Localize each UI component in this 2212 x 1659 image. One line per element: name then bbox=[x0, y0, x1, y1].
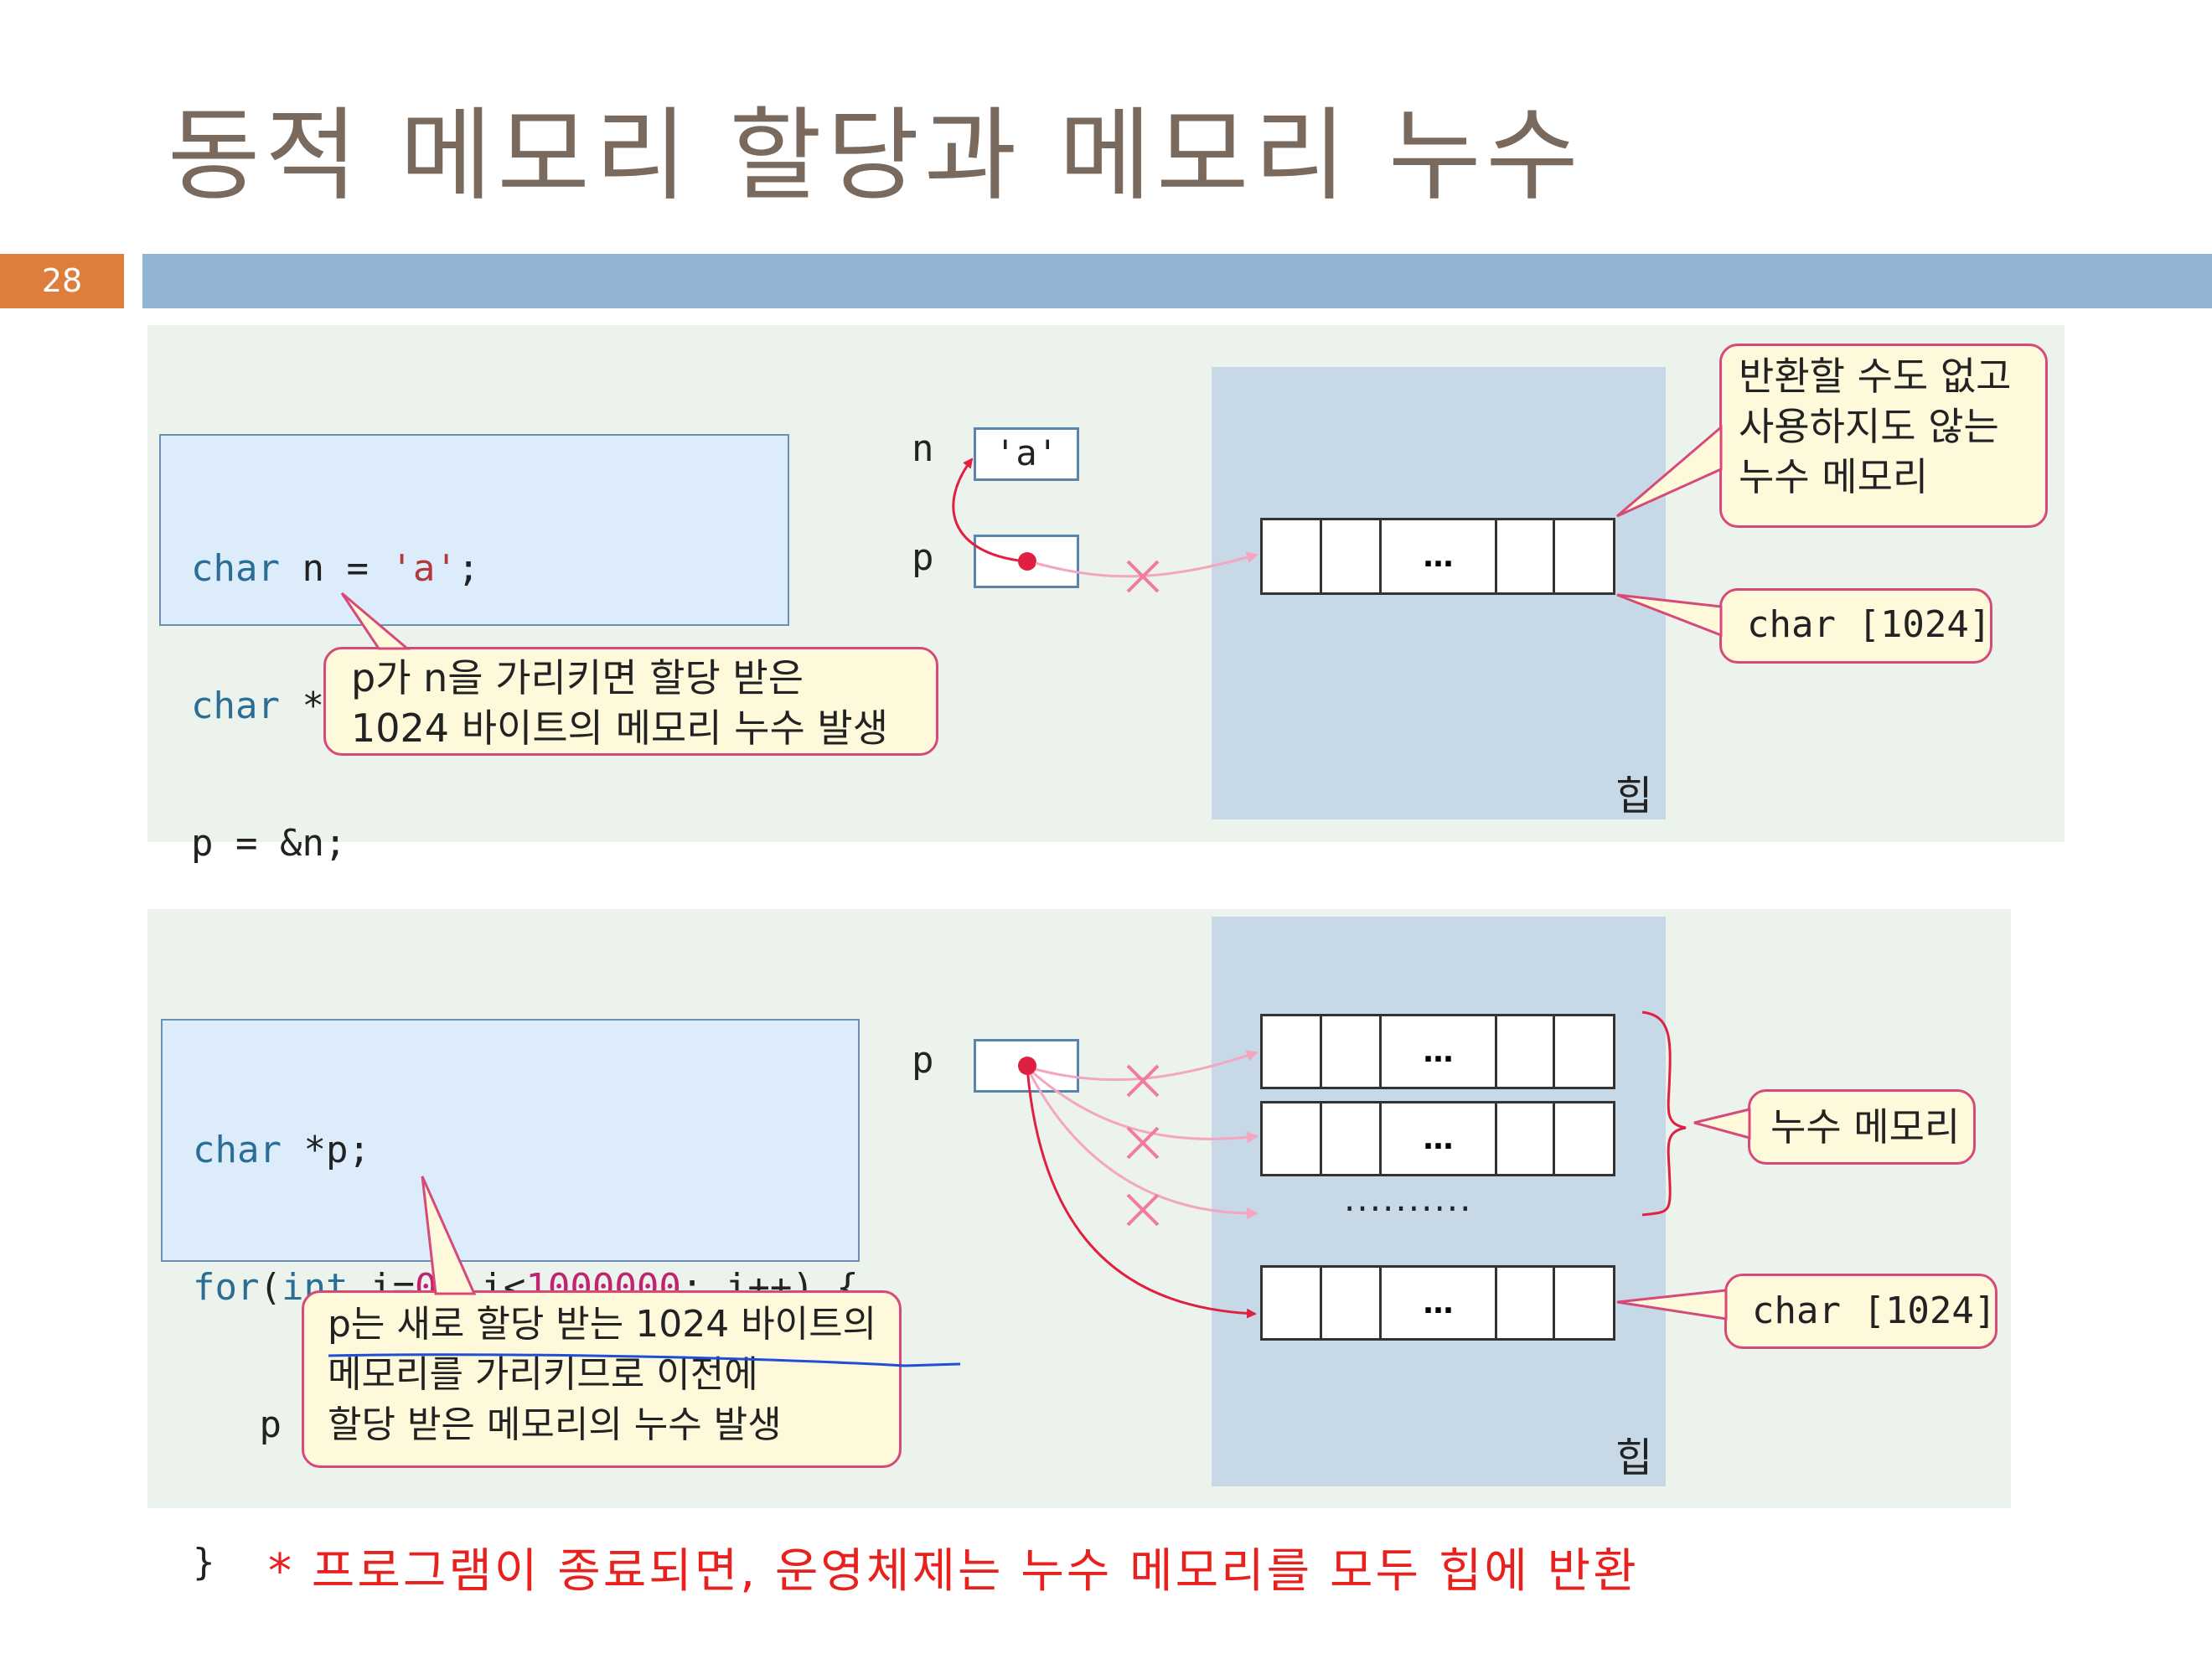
callout-line: 할당 받은 메모리의 누수 발생 bbox=[328, 1403, 782, 1446]
bottom-heap-label: 힙 bbox=[1615, 1434, 1653, 1481]
top-type-callout: char [1024] bbox=[1719, 588, 1992, 664]
handwritten-underline bbox=[328, 1353, 961, 1367]
callout-pointer bbox=[1616, 1289, 1728, 1320]
array-ellipsis-cell: … bbox=[1382, 1103, 1497, 1174]
array-ellipsis-cell: … bbox=[1382, 1016, 1497, 1087]
callout-line: 반환할 수도 없고 bbox=[1739, 354, 2012, 399]
code-text: n = bbox=[279, 547, 391, 590]
top-heap-label: 힙 bbox=[1615, 773, 1653, 819]
code-keyword: for bbox=[193, 1266, 260, 1309]
slide-title: 동적 메모리 할당과 메모리 누수 bbox=[168, 98, 1584, 214]
heap-ellipsis: ·········· bbox=[1344, 1188, 1473, 1229]
bottom-heap-array-1: … bbox=[1260, 1014, 1615, 1089]
cross-icon bbox=[1126, 560, 1160, 593]
cross-icon bbox=[1126, 1126, 1160, 1160]
title-underline-bar bbox=[142, 254, 2212, 308]
broken-pointer-arrow bbox=[1027, 1070, 1258, 1220]
code-line: } bbox=[193, 1537, 858, 1589]
top-code-callout: p가 n을 가리키면 할당 받은 1024 바이트의 메모리 누수 발생 bbox=[323, 647, 938, 756]
code-text: } bbox=[193, 1541, 215, 1584]
array-cell bbox=[1322, 1103, 1382, 1174]
array-cell bbox=[1497, 1016, 1556, 1087]
bottom-code-callout: p는 새로 할당 받는 1024 바이트의 메모리를 가리키므로 이전에 할당 … bbox=[302, 1290, 902, 1468]
callout-pointer bbox=[1693, 1108, 1751, 1140]
code-keyword: char bbox=[191, 547, 280, 590]
callout-line: p는 새로 할당 받는 1024 바이트의 bbox=[328, 1303, 877, 1346]
bottom-heap-area bbox=[1212, 917, 1666, 1486]
leak-brace bbox=[1641, 1010, 1687, 1217]
footnote: * 프로그램이 종료되면, 운영체제는 누수 메모리를 모두 힙에 반환 bbox=[268, 1544, 1639, 1599]
pointer-arrow-current bbox=[1026, 1067, 1257, 1319]
pointer-dot bbox=[1018, 552, 1036, 571]
var-n-label: n bbox=[912, 427, 934, 470]
array-cell bbox=[1263, 1016, 1322, 1087]
var-p-label: p bbox=[912, 536, 934, 579]
callout-pointer bbox=[421, 1176, 477, 1295]
code-line: char *p; bbox=[193, 1124, 858, 1176]
array-cell bbox=[1497, 1268, 1556, 1338]
pointer-arrow-p-to-n bbox=[952, 457, 1026, 563]
code-text: p = &n; bbox=[191, 822, 347, 865]
array-cell bbox=[1497, 1103, 1556, 1174]
array-cell bbox=[1263, 1103, 1322, 1174]
top-heap-array: … bbox=[1260, 518, 1615, 595]
callout-line: p가 n을 가리키면 할당 받은 bbox=[351, 655, 804, 700]
callout-pointer bbox=[1616, 593, 1723, 638]
array-cell bbox=[1322, 1268, 1382, 1338]
bottom-var-p-label: p bbox=[912, 1039, 934, 1082]
array-cell bbox=[1497, 520, 1556, 592]
code-line: char n = 'a'; bbox=[191, 543, 788, 595]
array-ellipsis-cell: … bbox=[1382, 1268, 1497, 1338]
code-text: ; bbox=[457, 547, 480, 590]
cross-icon bbox=[1126, 1064, 1160, 1098]
page-number-badge: 28 bbox=[0, 254, 124, 308]
top-leak-callout: 반환할 수도 없고 사용하지도 않는 누수 메모리 bbox=[1719, 344, 2048, 528]
code-keyword: char bbox=[191, 685, 280, 727]
callout-line: 사용하지도 않는 bbox=[1739, 404, 1999, 449]
cross-icon bbox=[1126, 1193, 1160, 1227]
code-line: p = &n; bbox=[191, 818, 788, 870]
array-cell bbox=[1322, 520, 1382, 592]
bottom-type-callout: char [1024] bbox=[1724, 1274, 1998, 1349]
code-text: ( bbox=[259, 1266, 282, 1309]
broken-pointer-arrow bbox=[1028, 1050, 1258, 1082]
pointer-dot bbox=[1018, 1057, 1036, 1075]
array-cell bbox=[1322, 1016, 1382, 1087]
bottom-leak-callout: 누수 메모리 bbox=[1748, 1089, 1976, 1165]
code-string: 'a' bbox=[390, 547, 457, 590]
code-keyword: char bbox=[193, 1129, 282, 1171]
callout-line: 1024 바이트의 메모리 누수 발생 bbox=[351, 705, 889, 751]
callout-line: 누수 메모리 bbox=[1739, 454, 1929, 499]
callout-pointer bbox=[1616, 424, 1723, 518]
array-ellipsis-cell: … bbox=[1382, 520, 1497, 592]
code-text: *p; bbox=[281, 1129, 370, 1171]
callout-pointer bbox=[340, 592, 411, 650]
callout-line: 메모리를 가리키므로 이전에 bbox=[328, 1353, 758, 1396]
bottom-heap-array-current: … bbox=[1260, 1265, 1615, 1341]
broken-pointer-arrow bbox=[1028, 1067, 1258, 1144]
var-n-box: 'a' bbox=[974, 427, 1079, 481]
array-cell bbox=[1263, 1268, 1322, 1338]
array-cell bbox=[1263, 520, 1322, 592]
bottom-heap-array-2: … bbox=[1260, 1101, 1615, 1176]
